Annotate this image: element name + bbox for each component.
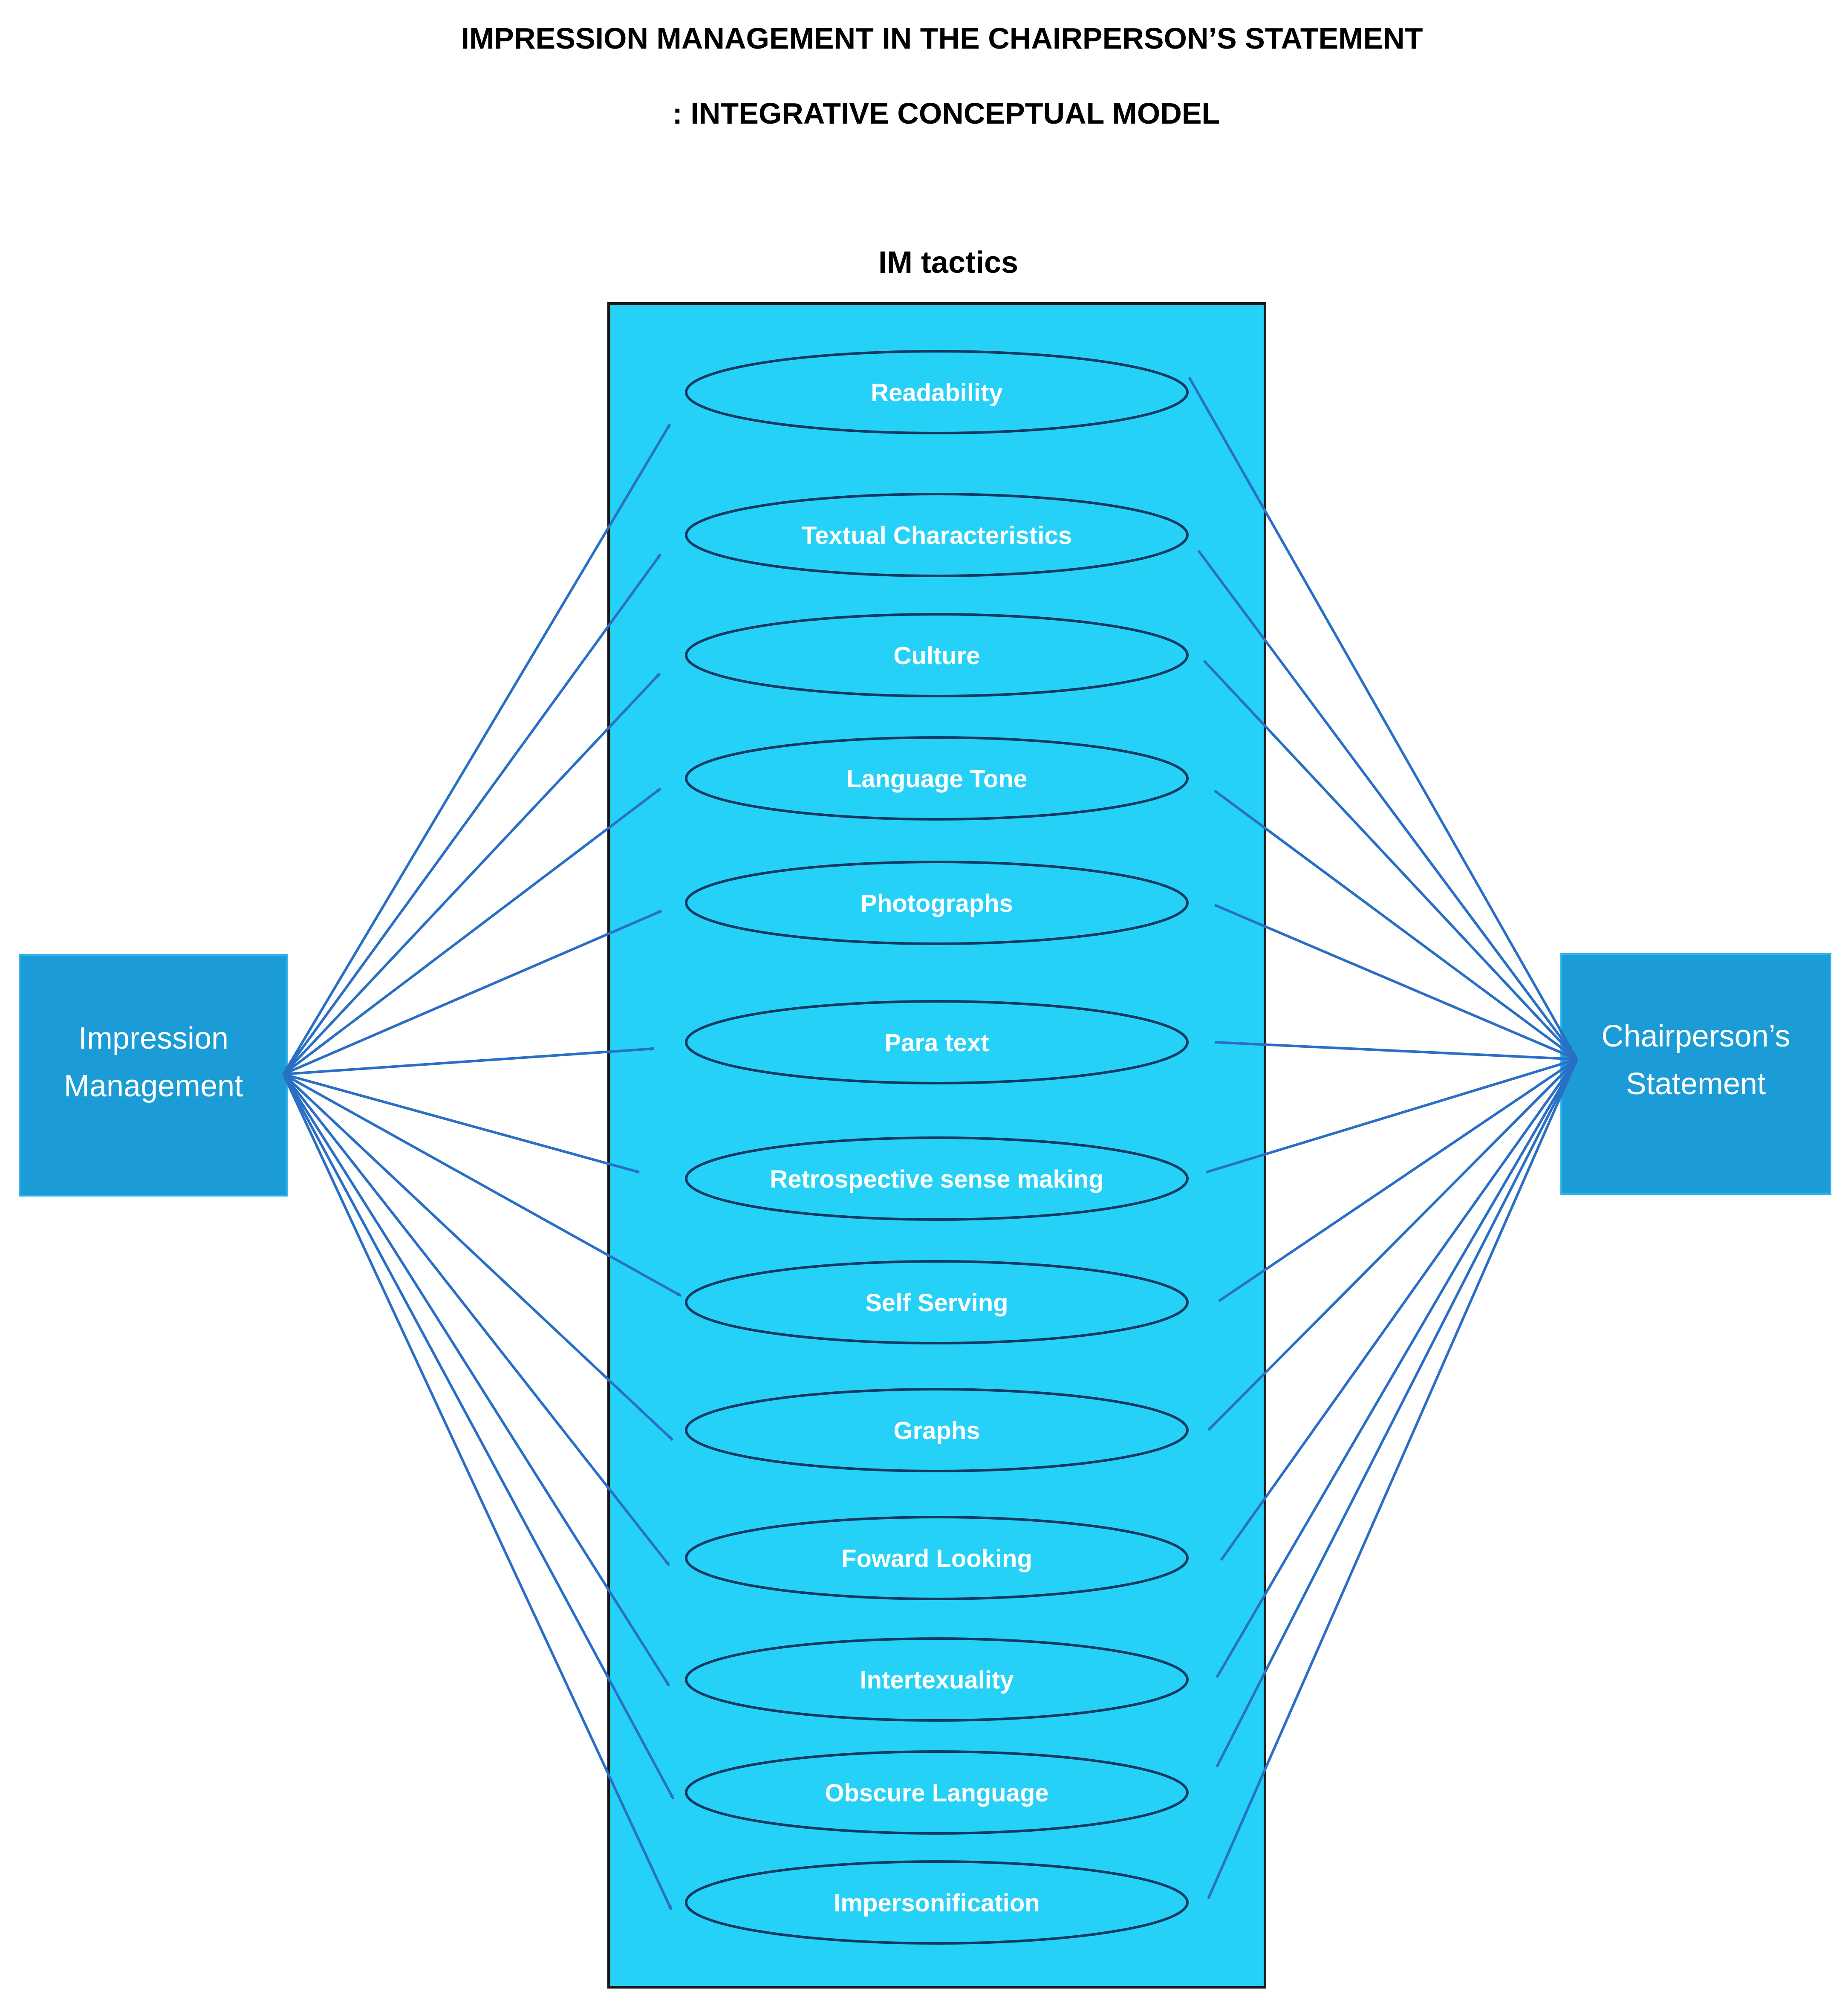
arrow-im-to-intertexuality (282, 1073, 670, 1687)
tactic-foward-looking: Foward Looking (685, 1516, 1189, 1600)
tactic-label: Textual Characteristics (802, 522, 1072, 549)
tactic-ellipse (685, 1516, 1189, 1600)
tactic-ellipse (685, 736, 1189, 821)
tactic-photographs: Photographs (685, 861, 1189, 945)
diagram-title-line2: : INTEGRATIVE CONCEPTUAL MODEL (673, 97, 1220, 130)
tactic-obscure-language: Obscure Language (685, 1750, 1189, 1835)
tactic-ellipse (685, 1136, 1189, 1221)
tactic-label: Para text (884, 1029, 989, 1057)
arrow-intertexuality-to-statement (1216, 1058, 1578, 1678)
arrow-retrospective-sense-making-to-statement (1206, 1058, 1577, 1174)
arrow-im-to-self-serving (283, 1073, 682, 1297)
chairpersons-statement-box: Chairperson’s Statement (1560, 953, 1831, 1195)
impression-management-label-line1: Impression (78, 1021, 228, 1055)
tactic-language-tone: Language Tone (685, 736, 1189, 821)
arrow-im-to-retrospective-sense-making (283, 1073, 640, 1174)
arrow-im-to-language-tone (283, 787, 661, 1075)
tactic-intertexuality: Intertexuality (685, 1637, 1189, 1722)
tactic-label: Intertexuality (860, 1666, 1014, 1694)
arrow-obscure-language-to-statement (1216, 1058, 1578, 1768)
tactic-label: Readability (871, 379, 1002, 407)
tactic-ellipse (685, 861, 1189, 945)
arrow-im-to-culture (282, 672, 661, 1075)
tactic-label: Language Tone (846, 765, 1027, 793)
arrow-im-to-para-text (283, 1046, 654, 1075)
tactic-readability: Readability (685, 350, 1189, 434)
arrow-im-to-graphs (282, 1073, 674, 1441)
tactic-retrospective-sense-making: Retrospective sense making (685, 1136, 1189, 1221)
tactic-ellipse (685, 1260, 1189, 1344)
tactic-label: Culture (894, 642, 980, 670)
tactic-ellipse (685, 613, 1189, 697)
arrow-im-to-photographs (283, 910, 662, 1075)
arrow-language-tone-to-statement (1214, 789, 1578, 1061)
tactic-ellipse (685, 1388, 1189, 1472)
arrow-self-serving-to-statement (1218, 1058, 1578, 1302)
tactic-ellipse (685, 493, 1189, 577)
arrow-im-to-obscure-language (282, 1073, 675, 1800)
impression-management-label-line2: Management (64, 1069, 243, 1103)
tactic-label: Obscure Language (825, 1779, 1048, 1807)
tactic-culture: Culture (685, 613, 1189, 697)
arrow-im-to-impersonification (282, 1073, 673, 1911)
tactic-ellipse (685, 1750, 1189, 1835)
tactic-textual-characteristics: Textual Characteristics (685, 493, 1189, 577)
tactic-ellipse (685, 1000, 1189, 1084)
tactic-label: Photographs (860, 890, 1013, 917)
arrow-para-text-to-statement (1214, 1041, 1577, 1061)
arrow-im-to-foward-looking (282, 1073, 670, 1566)
tactic-label: Impersonification (834, 1889, 1040, 1917)
arrow-readability-to-statement (1188, 376, 1578, 1060)
arrow-graphs-to-statement (1207, 1058, 1578, 1431)
arrow-impersonification-to-statement (1207, 1058, 1578, 1899)
tactic-impersonification: Impersonification (685, 1860, 1189, 1945)
chairpersons-statement-label-line2: Statement (1626, 1067, 1766, 1101)
diagram-title-line1: IMPRESSION MANAGEMENT IN THE CHAIRPERSON… (461, 22, 1423, 55)
tactic-label: Foward Looking (841, 1545, 1032, 1573)
tactic-self-serving: Self Serving (685, 1260, 1189, 1344)
tactic-para-text: Para text (685, 1000, 1189, 1084)
arrow-im-to-textual-characteristics (282, 553, 662, 1075)
tactic-ellipse (685, 1860, 1189, 1945)
impression-management-box: Impression Management (19, 954, 288, 1197)
tactic-ellipse (685, 1637, 1189, 1722)
tactic-label: Graphs (893, 1417, 980, 1445)
tactic-ellipse (685, 350, 1189, 434)
im-tactics-heading: IM tactics (878, 246, 1018, 280)
tactic-label: Self Serving (865, 1289, 1008, 1317)
tactic-label: Retrospective sense making (770, 1165, 1103, 1193)
arrow-photographs-to-statement (1214, 904, 1578, 1061)
tactic-graphs: Graphs (685, 1388, 1189, 1472)
chairpersons-statement-label-line1: Chairperson’s (1602, 1019, 1790, 1053)
arrow-foward-looking-to-statement (1220, 1058, 1578, 1561)
arrow-textual-characteristics-to-statement (1197, 550, 1578, 1060)
arrow-im-to-readability (282, 423, 671, 1075)
arrow-culture-to-statement (1203, 659, 1578, 1061)
